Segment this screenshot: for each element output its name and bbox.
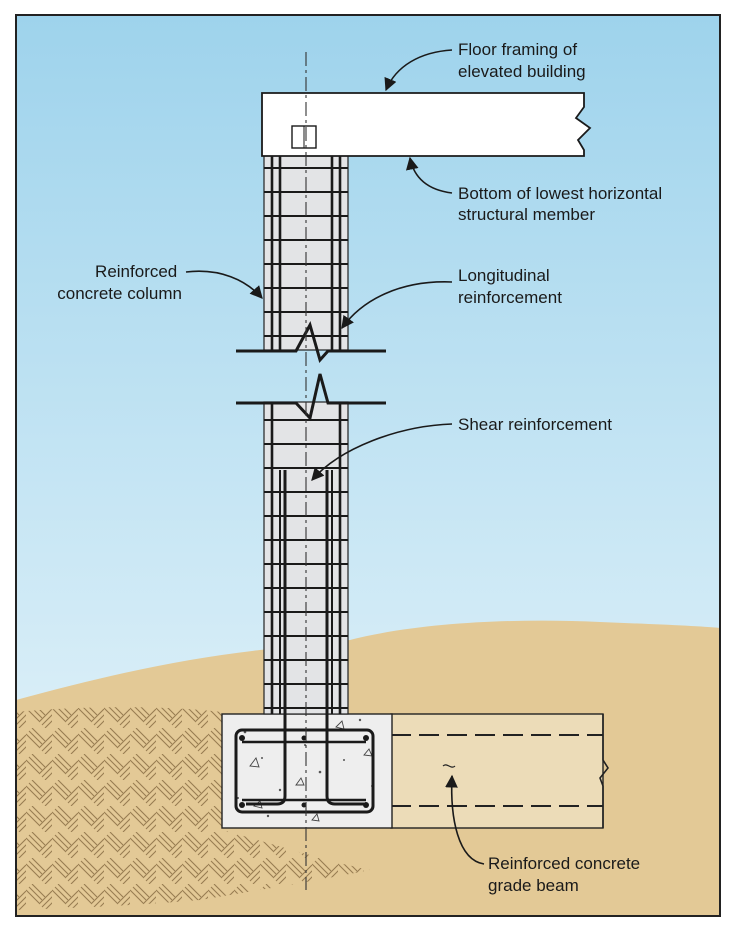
leader-bottom-member — [405, 156, 453, 194]
leader-grade-beam — [445, 774, 485, 865]
leader-floor-framing — [384, 49, 453, 92]
leader-longitudinal — [341, 281, 453, 330]
compacted-soil-hatch — [16, 707, 370, 910]
label-bottom-member: Bottom of lowest horizontal structural m… — [458, 184, 667, 224]
break-line-lower — [236, 373, 386, 422]
floor-framing-beam — [261, 92, 592, 157]
label-floor-framing: Floor framing of elevated building — [458, 40, 586, 81]
label-shear: Shear reinforcement — [458, 415, 612, 434]
label-grade-beam: Reinforced concrete grade beam — [488, 854, 645, 895]
leader-shear — [311, 423, 453, 481]
leader-column — [185, 270, 263, 299]
label-reinforced-column: Reinforced concrete column — [57, 262, 182, 303]
frame-border — [15, 14, 721, 917]
label-longitudinal: Longitudinal reinforcement — [458, 266, 562, 307]
grade-beam — [390, 713, 609, 829]
break-line-upper — [236, 321, 386, 364]
concrete-footing — [221, 713, 393, 829]
